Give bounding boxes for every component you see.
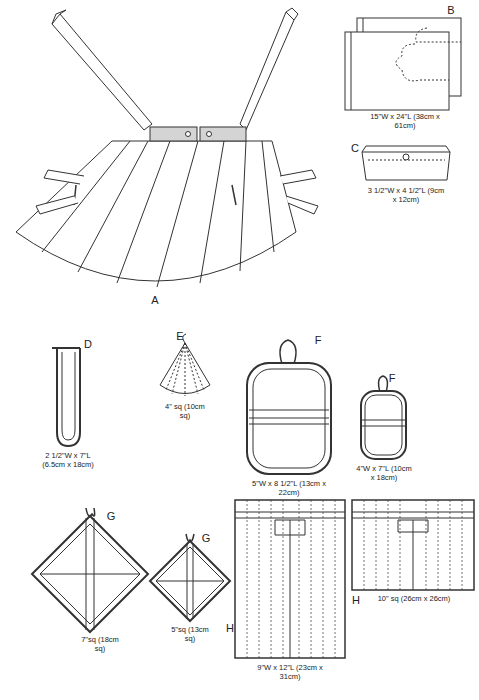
towel-drawing: [345, 18, 461, 110]
part-letter: G: [106, 510, 117, 523]
dimension-label: 4" sq (10cm sq): [164, 403, 206, 420]
dimension-label: 5"W x 8 1/2"L (13cm x 22cm): [251, 480, 328, 497]
part-letter: H: [351, 594, 361, 607]
dimension-label: 5"sq (13cm sq): [164, 626, 216, 643]
part-letter: H: [225, 622, 235, 635]
towel-panel-drawing: [235, 500, 345, 658]
double-mitt-drawing: [247, 340, 331, 474]
dimension-label: 9"W x 12"L (23cm x 31cm): [252, 664, 329, 681]
part-letter: C: [350, 142, 360, 155]
dimension-label: 15"W x 24"L (38cm x 61cm): [369, 113, 441, 130]
part-letter: E: [175, 330, 184, 343]
pot-holder-drawing: [361, 376, 406, 459]
part-letter: D: [83, 338, 93, 351]
dimension-label: 4"W x 7"L (10cm x 18cm): [353, 465, 415, 482]
towel-panel-drawing: [352, 500, 474, 590]
part-letter: G: [201, 532, 212, 545]
part-letter: F: [388, 372, 397, 385]
part-letter: A: [150, 294, 159, 307]
pouch-drawing: [362, 146, 450, 180]
dimension-label: 3 1/2"W x 4 1/2"L (9cm x 12cm): [365, 187, 447, 204]
square-pot-holder-drawing: [150, 534, 230, 621]
dimension-label: 2 1/2"W x 7"L (6.5cm x 18cm): [32, 452, 104, 469]
apron-drawing: [16, 8, 318, 287]
part-letter: F: [314, 334, 323, 347]
cone-holder-drawing: [160, 334, 210, 396]
dimension-label: 10" sq (26cm x 26cm): [377, 595, 452, 604]
square-pot-holder-drawing: [32, 508, 148, 632]
oven-mitt-strip-drawing: [52, 348, 80, 446]
part-letter: B: [446, 4, 455, 17]
dimension-label: 7"sq (18cm sq): [74, 636, 126, 653]
